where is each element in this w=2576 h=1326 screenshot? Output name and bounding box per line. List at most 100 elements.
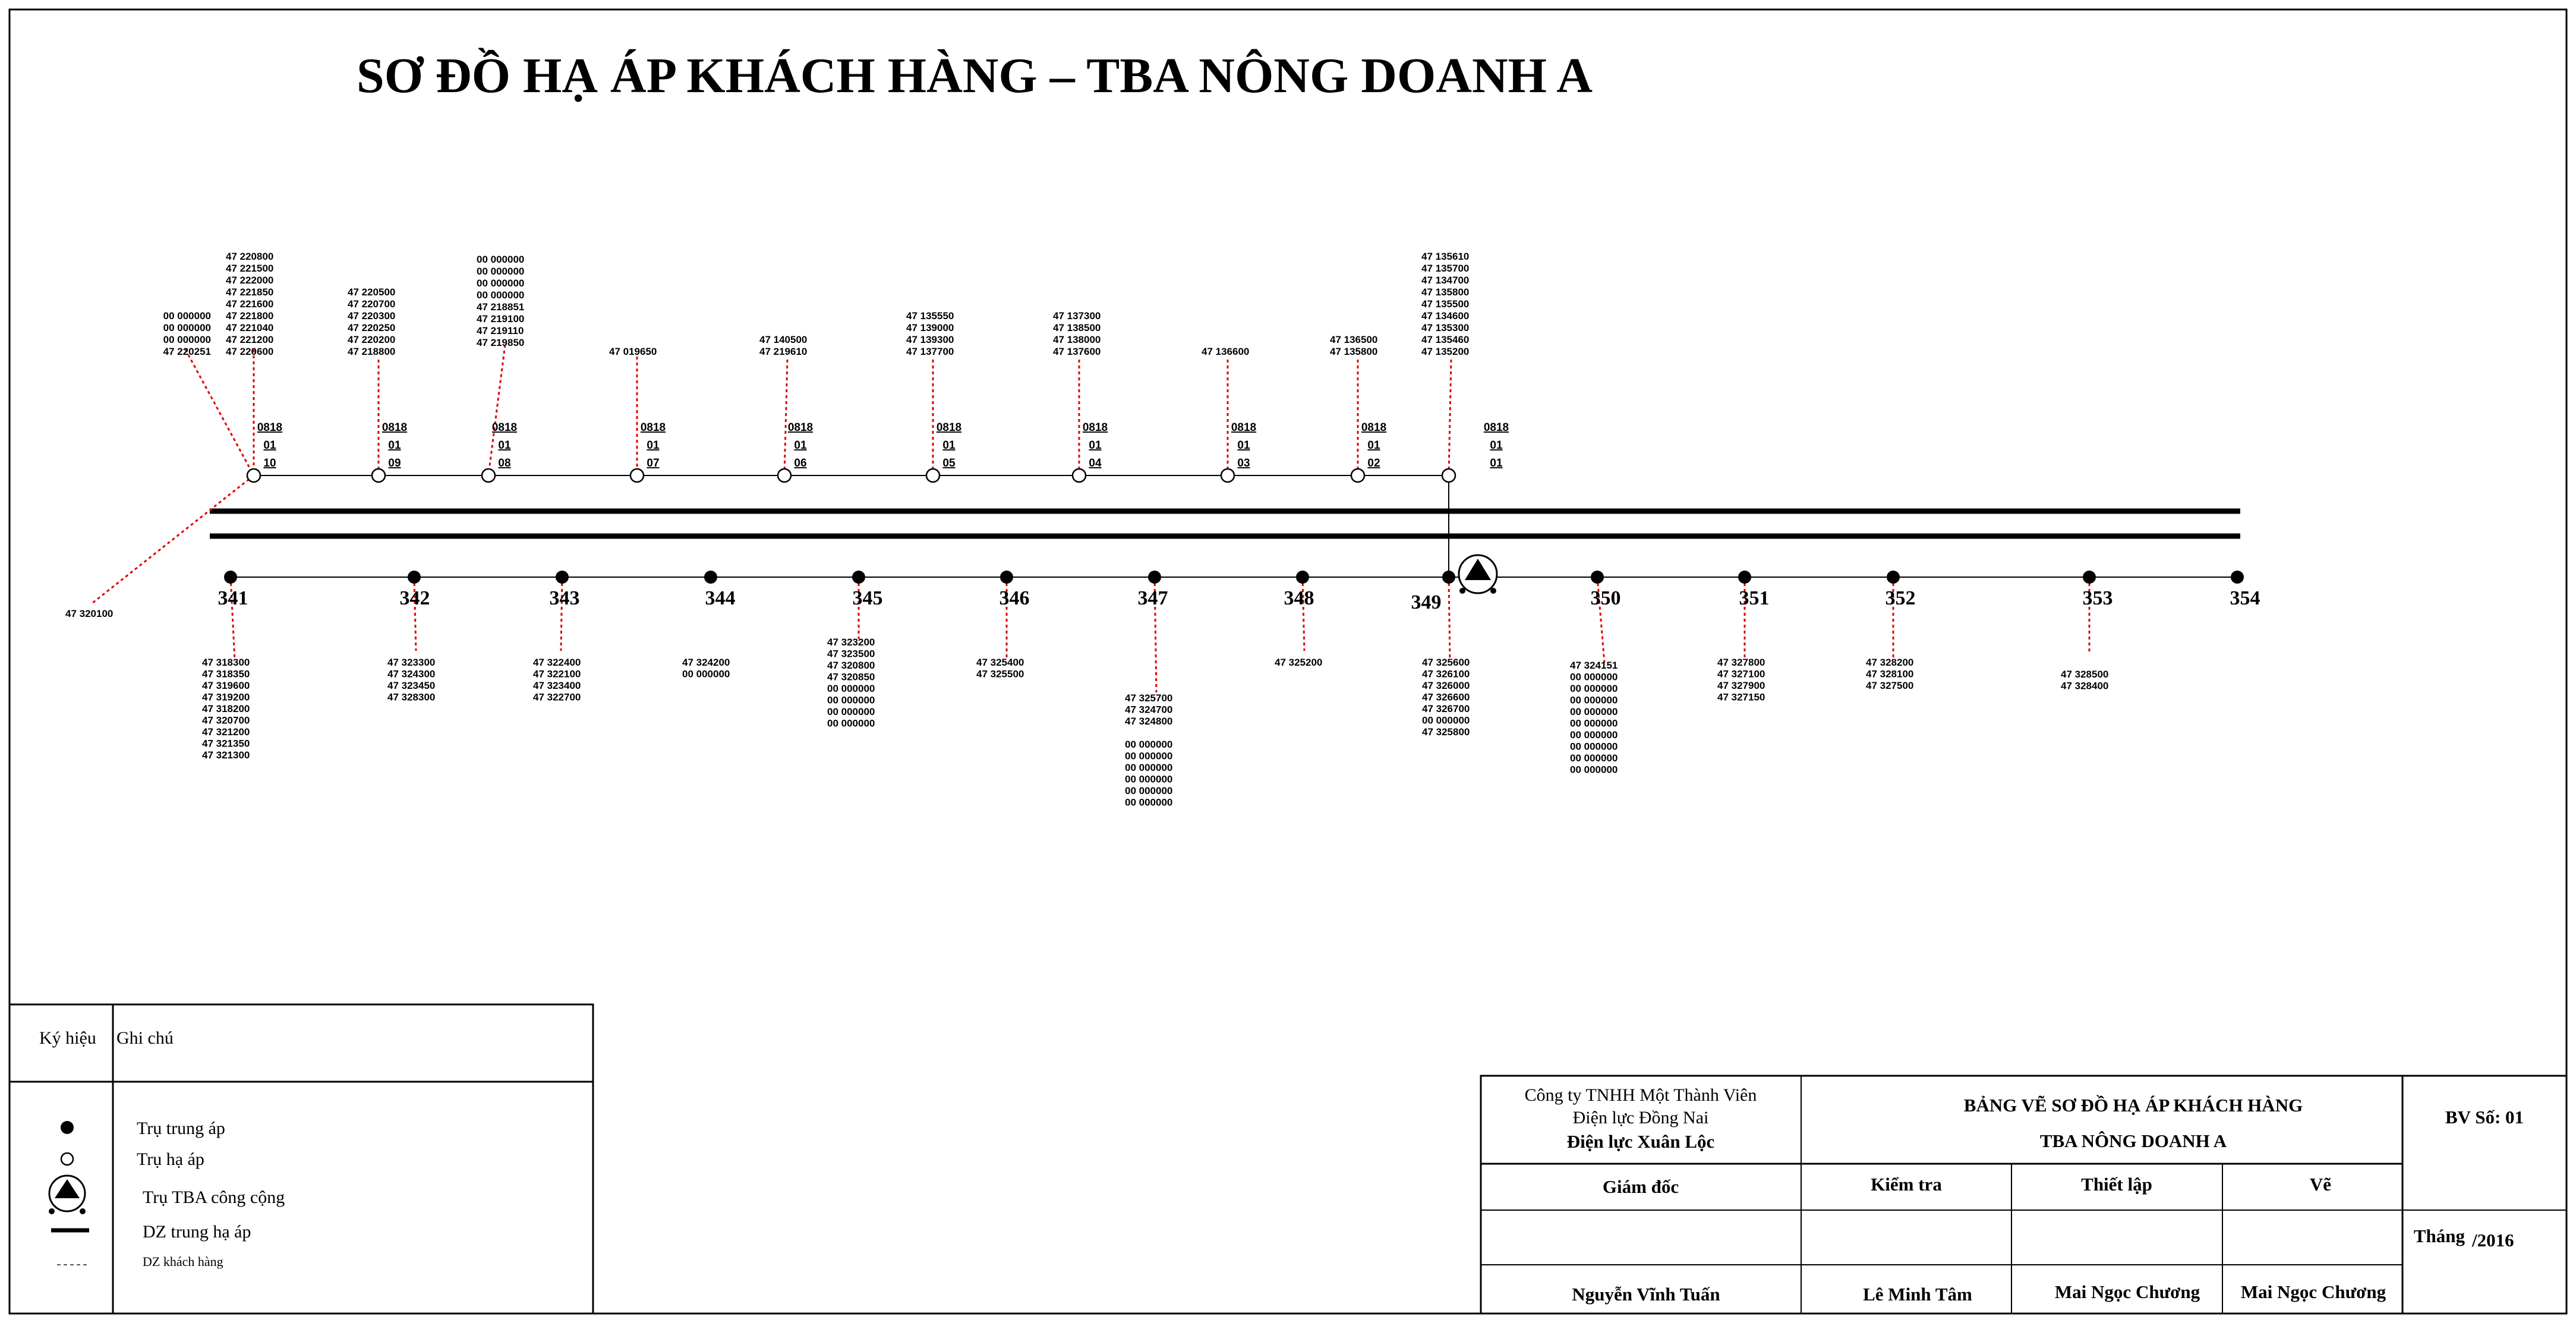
- date-label: Tháng: [2414, 1226, 2465, 1246]
- lv-pole-icon: [371, 468, 386, 483]
- mv-pole-icon: [1296, 571, 1309, 584]
- name-director: Nguyễn Vĩnh Tuấn: [1572, 1284, 1720, 1305]
- mv-pole-icon: [1000, 571, 1013, 584]
- meter-id: 47 139300: [906, 334, 954, 345]
- customer-line-left-branch: [92, 474, 254, 604]
- meter-id: 47 318200: [202, 703, 250, 714]
- pole-number-344: 344: [705, 587, 736, 609]
- meter-id: 47 137700: [906, 346, 954, 357]
- meter-id: 47 325700: [1125, 692, 1172, 704]
- company-line2: Điện lực Đồng Nai: [1573, 1108, 1709, 1127]
- pole-code-part: 01: [1490, 457, 1503, 470]
- role-draw: Vẽ: [2310, 1174, 2331, 1195]
- meter-id: 47 220251: [163, 346, 211, 357]
- meter-id: 47 135500: [1421, 298, 1469, 310]
- meter-id: 00 000000: [1125, 774, 1172, 785]
- pole-code-part: 0818: [257, 421, 282, 434]
- mv-pole-icon: [1148, 571, 1161, 584]
- meter-id: 00 000000: [163, 310, 211, 322]
- meter-id: 47 220700: [348, 298, 395, 310]
- meter-id: 00 000000: [477, 278, 524, 289]
- meter-id: 47 135550: [906, 310, 954, 322]
- customer-line: [560, 577, 563, 651]
- meter-id: 00 000000: [1570, 741, 1618, 752]
- filled-circle-icon: [61, 1121, 74, 1134]
- pole-code-part: 01: [647, 439, 660, 452]
- pole-code-part: 0818: [1083, 421, 1108, 434]
- lv-pole-icon: [925, 468, 941, 483]
- mv-pole-icon: [1887, 571, 1900, 584]
- meter-id: 47 137300: [1053, 310, 1101, 322]
- legend-frame: [8, 1003, 594, 1315]
- meter-id: 00 000000: [1570, 764, 1618, 776]
- mv-pole-icon: [2083, 571, 2096, 584]
- meter-id: 47 328500: [2061, 669, 2108, 680]
- meter-id: 00 000000: [1125, 739, 1172, 750]
- legend-col1-header: Ký hiệu: [39, 1028, 96, 1048]
- name-check: Lê Minh Tâm: [1863, 1284, 1972, 1305]
- legend-label-medium-voltage-pole: Trụ trung áp: [137, 1119, 225, 1138]
- meter-id: 47 325800: [1422, 726, 1470, 738]
- pole-code-part: 10: [263, 457, 276, 470]
- meter-id: 47 328100: [1866, 669, 1913, 680]
- customer-line: [413, 577, 417, 651]
- meter-block-left-branch: 47 320100: [65, 608, 113, 619]
- meter-id: 00 000000: [1570, 695, 1618, 706]
- meter-id: 47 321350: [202, 738, 250, 749]
- meter-id: 47 325500: [976, 669, 1024, 680]
- lv-pole-icon: [629, 468, 645, 483]
- pole-code-part: 01: [498, 439, 511, 452]
- customer-line: [1596, 577, 1606, 663]
- meter-block-pole-348: 47 325200: [1275, 657, 1322, 668]
- lv-pole-icon: [1071, 468, 1087, 483]
- page-title: SƠ ĐỒ HẠ ÁP KHÁCH HÀNG – TBA NÔNG DOANH …: [357, 47, 1593, 103]
- pole-code-part: 08: [498, 457, 510, 470]
- meter-id: 47 318350: [202, 669, 250, 680]
- meter-id: 47 135700: [1421, 263, 1469, 274]
- meter-id: 47 327100: [1717, 669, 1765, 680]
- meter-id: 47 221800: [226, 310, 273, 322]
- meter-id: 00 000000: [477, 266, 524, 277]
- meter-id: 00 000000: [1570, 729, 1618, 741]
- pole-code-part: 01: [1490, 439, 1503, 452]
- customer-line: [1448, 577, 1451, 660]
- meter-id: 47 137600: [1053, 346, 1101, 357]
- pole-number-342: 342: [400, 587, 430, 609]
- mv-pole-icon: [1738, 571, 1751, 584]
- lv-pole-icon: [1220, 468, 1235, 483]
- meter-id: 47 136600: [1202, 346, 1249, 357]
- pole-number-351: 351: [1739, 587, 1770, 609]
- meter-id: 47 134700: [1421, 275, 1469, 286]
- meter-id: 00 000000: [1125, 762, 1172, 773]
- meter-id: 47 135610: [1421, 251, 1469, 262]
- pole-number-354: 354: [2230, 587, 2260, 609]
- meter-id: 00 000000: [477, 254, 524, 265]
- customer-line: [1153, 577, 1158, 693]
- meter-id: 47 222000: [226, 275, 273, 286]
- meter-id: 47 328300: [387, 692, 435, 703]
- meter-id: 47 220300: [348, 310, 395, 322]
- meter-id: 47 219100: [477, 313, 524, 325]
- meter-id: 47 220500: [348, 286, 395, 298]
- meter-id: 47 138000: [1053, 334, 1101, 345]
- pole-code-part: 01: [1367, 439, 1380, 452]
- meter-id: 47 134600: [1421, 310, 1469, 322]
- customer-line: [783, 359, 789, 476]
- meter-id: 47 326100: [1422, 669, 1470, 680]
- meter-id: 00 000000: [1570, 672, 1618, 683]
- pole-code-part: 0818: [641, 421, 666, 434]
- company-line1: Công ty TNHH Một Thành Viên: [1525, 1085, 1757, 1105]
- substation-triangle-icon: [48, 1174, 86, 1214]
- meter-id: 00 000000: [1125, 751, 1172, 762]
